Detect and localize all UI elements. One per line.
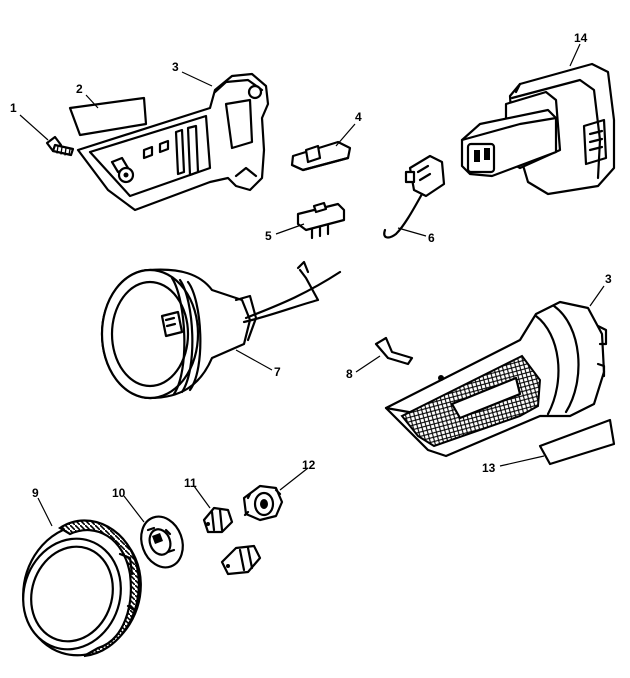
part-1-screw [45, 135, 75, 157]
label-part-4: 4 [355, 110, 362, 124]
label-part-11: 11 [184, 476, 197, 490]
part-8-contact-clip [374, 336, 414, 366]
label-part-3-right: 3 [605, 272, 612, 286]
part-7-reflector-housing [100, 260, 342, 400]
part-6-terminal-wire [383, 154, 446, 239]
label-part-9: 9 [32, 486, 39, 500]
part-number-labels: 1 2 3 4 5 6 14 7 8 3 13 9 10 11 12 [10, 31, 612, 500]
label-part-2: 2 [76, 82, 83, 96]
part-11-bulb-upper [202, 506, 234, 534]
label-part-13: 13 [482, 461, 496, 475]
label-part-10: 10 [112, 486, 126, 500]
part-11-bulb-lower [220, 544, 262, 576]
part-3-body-housing-half [384, 300, 608, 458]
part-9-bezel-ring [22, 519, 142, 658]
label-part-1: 1 [10, 101, 17, 115]
label-part-14: 14 [574, 31, 588, 45]
part-14-battery-pack [460, 62, 616, 196]
part-2-label-plate [68, 96, 148, 137]
label-part-8: 8 [346, 367, 353, 381]
part-12-bulb-holder [242, 484, 284, 522]
label-part-6: 6 [428, 231, 435, 245]
part-5-switch [296, 201, 346, 240]
label-part-3-top: 3 [172, 60, 179, 74]
part-3-handle-housing-half [76, 72, 270, 212]
label-part-7: 7 [274, 365, 281, 379]
part-13-label-plate [538, 418, 616, 466]
part-10-lens-disc [140, 515, 184, 569]
label-part-12: 12 [302, 458, 316, 472]
label-part-5: 5 [265, 229, 272, 243]
part-4-switch-actuator [290, 140, 352, 172]
leader-lines [19, 43, 605, 527]
